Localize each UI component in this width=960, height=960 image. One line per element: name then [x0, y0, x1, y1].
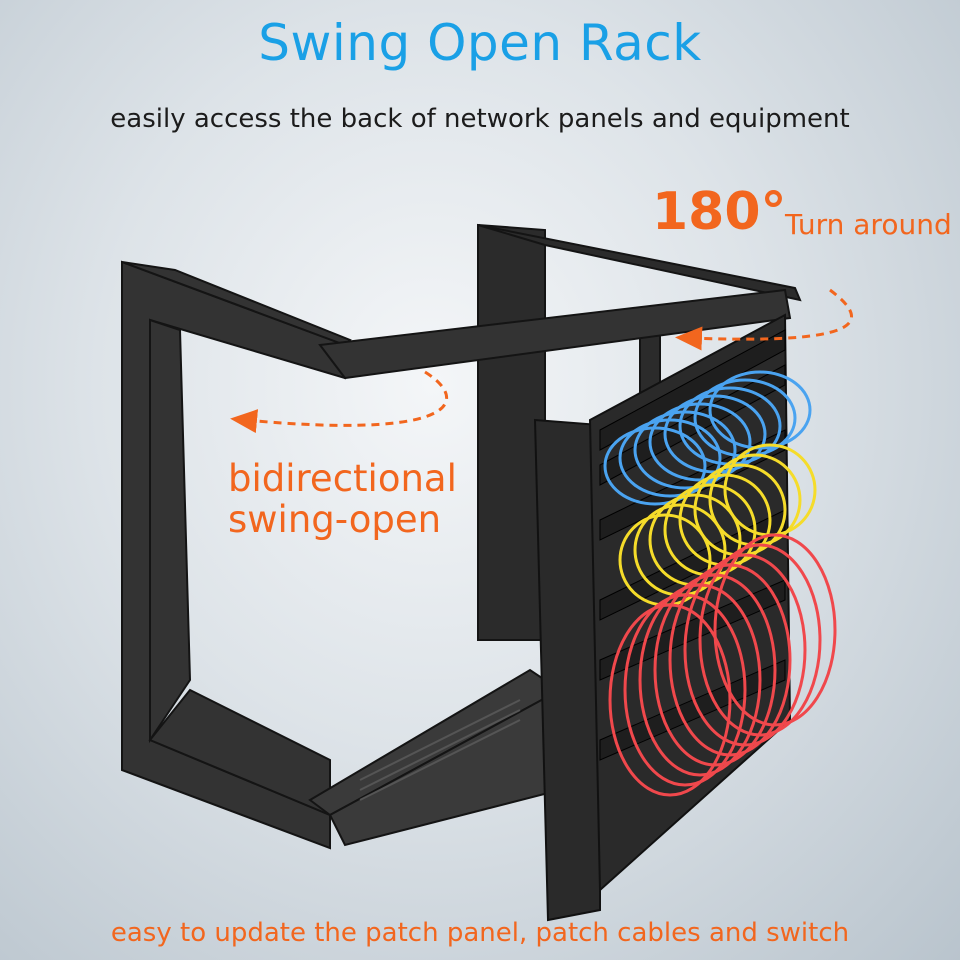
rotation-angle: 180°	[652, 182, 787, 242]
cables-red	[608, 533, 837, 797]
swing-callout-line2: swing-open	[228, 498, 442, 542]
arrow-curved-left-icon	[230, 370, 449, 434]
swing-callout: bidirectional swing-open	[228, 458, 457, 541]
footer-caption: easy to update the patch panel, patch ca…	[110, 918, 850, 948]
rack-swing-frame	[121, 260, 792, 850]
arrow-curved-left-icon	[675, 288, 853, 351]
rotation-label: Turn around	[785, 208, 952, 241]
page-title: Swing Open Rack	[258, 14, 702, 72]
swing-callout-line1: bidirectional	[228, 457, 457, 500]
rack-shelf	[308, 668, 562, 847]
page-subtitle: easily access the back of network panels…	[110, 104, 850, 134]
